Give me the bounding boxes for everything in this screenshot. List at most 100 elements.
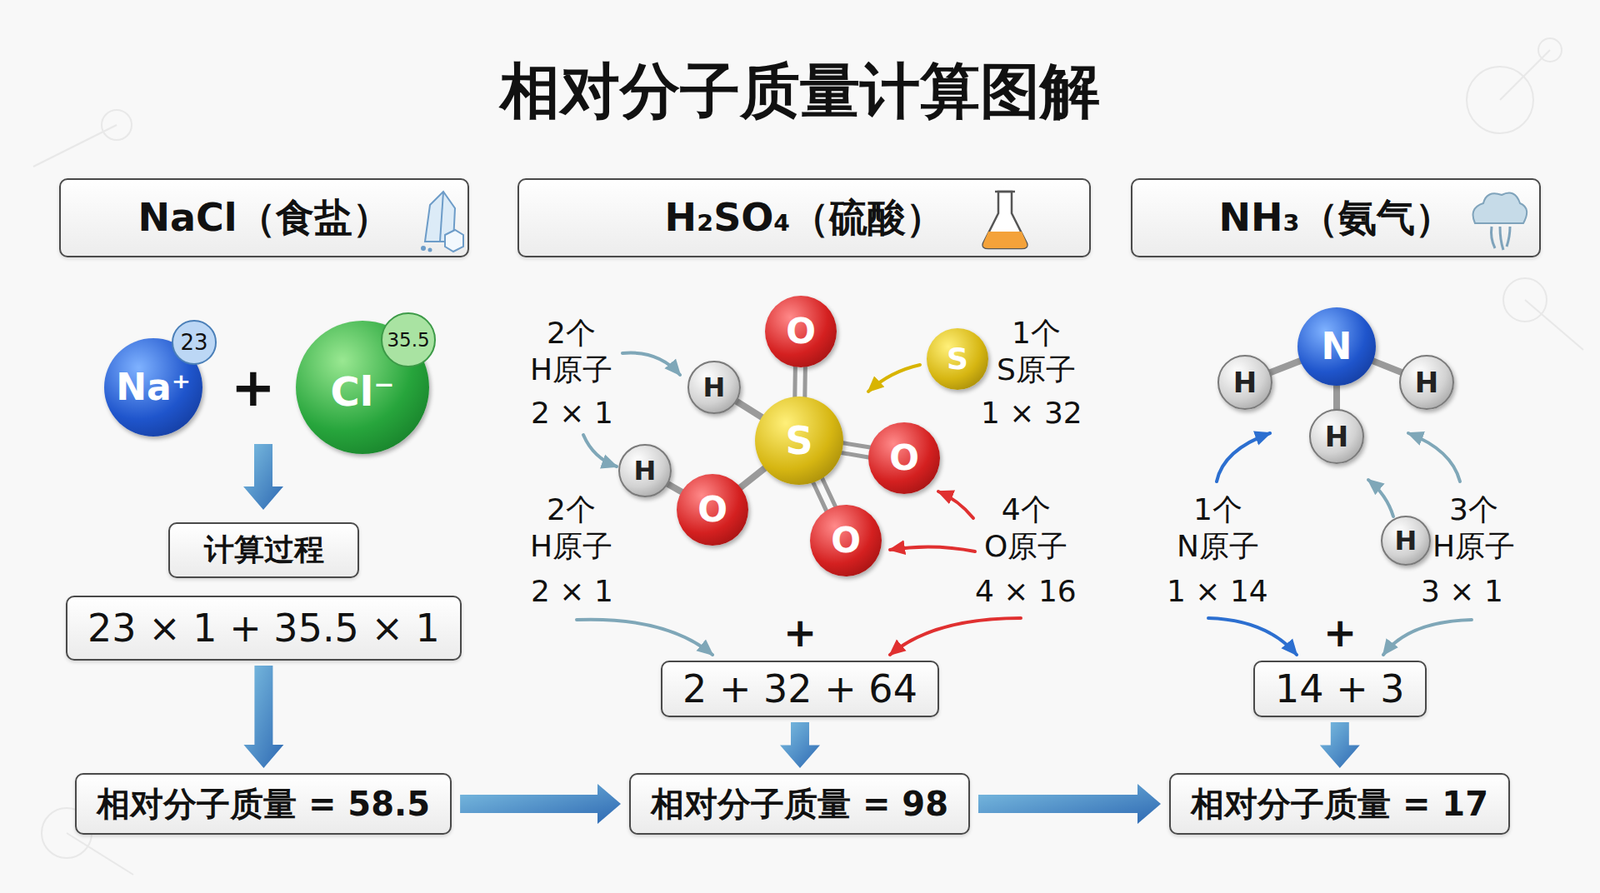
atom-circle: H [687,360,741,415]
box-text: 14 + 3 [1275,666,1405,712]
section-header: H₂SO₄（硫酸） [517,178,1091,258]
formula-box: 23 × 1 + 35.5 × 1 [65,595,462,661]
mass-term-label: 2 × 1 [530,395,614,432]
single-bond [739,467,766,490]
atom-symbol: N [1321,328,1353,365]
atom-symbol: Na⁺ [115,369,191,406]
block-arrow [780,722,820,769]
background-decoration [33,38,1584,875]
salt-crystal-icon [421,191,464,252]
atom-symbol: O [785,314,816,350]
flow-arrow [1320,722,1360,769]
atom-symbol: Cl⁻ [330,371,395,412]
atom-symbol: O [697,492,728,528]
result-box: 相对分子质量 = 58.5 [75,773,452,835]
plus-sign: + [230,355,276,420]
atom-circle: H [618,444,672,498]
box-text: NH₃（氨气） [1218,192,1453,245]
flow-arrow [780,722,820,769]
double-bond [795,365,806,399]
box-text: 相对分子质量 = 58.5 [96,781,430,828]
atom-count-label: 2个 H原子 [530,491,613,565]
single-bond [666,483,684,493]
block-arrow [243,665,284,769]
single-bond [1269,360,1302,373]
process-box: 计算过程 [168,522,360,579]
bond-line [841,443,871,449]
bond-line [739,467,766,490]
atom-circle: N [1297,307,1376,386]
bond-line [840,452,870,458]
mass-badge: 23 [171,320,217,365]
atom-symbol: O [889,440,920,476]
down-block-arrow [243,444,284,510]
atom-symbol: H [1395,527,1418,555]
atom-circle: H [1399,355,1455,410]
atom-circle: H [1380,515,1431,566]
atom-count-label: 3个 H原子 [1432,491,1515,565]
atom-circle: O [868,422,940,495]
formula-box: 14 + 3 [1253,660,1427,718]
box-text: 23 × 1 + 35.5 × 1 [87,605,440,651]
atom-symbol: H [634,457,657,485]
bond-line [1333,384,1340,411]
flow-arrow [978,784,1161,825]
flask-icon [983,191,1028,249]
bond-line [802,365,808,399]
atom-symbol: S [785,421,813,460]
box-text: 2 + 32 + 64 [682,666,918,712]
atom-symbol: O [830,523,861,559]
box-text: 相对分子质量 = 98 [650,781,949,828]
atom-circle: O [765,295,837,368]
mass-term-label: 2 × 1 [530,573,614,610]
atom-circle: H [1309,409,1365,465]
diagram-title: 相对分子质量计算图解 [0,51,1600,132]
bond-line [812,481,827,513]
plus-sign: + [783,608,817,658]
block-arrow [978,784,1161,825]
header-fills [59,178,1541,258]
result-box: 相对分子质量 = 98 [629,773,970,835]
mass-term-label: 1 × 32 [980,395,1083,432]
atom-symbol: H [1415,368,1439,397]
atom-count-label: 1个 S原子 [996,315,1076,389]
atom-symbol: H [1233,368,1257,397]
box-text: NaCl（食盐） [137,192,390,245]
bond-line [1269,360,1302,373]
atom-symbol: 35.5 [386,330,430,350]
atom-count-label: 1个 N原子 [1176,491,1260,565]
atom-count-label: 2个 H原子 [530,315,613,389]
single-bond [1336,384,1338,411]
atom-circle: S [926,328,989,390]
atom-symbol: 23 [180,331,208,354]
flow-arrow [460,784,621,825]
mass-term-label: 4 × 16 [975,573,1077,610]
result-box: 相对分子质量 = 17 [1169,773,1510,835]
single-bond [735,400,763,419]
double-bond [840,443,871,459]
bond-line [792,365,798,399]
box-text: 计算过程 [204,530,325,571]
block-arrow [460,784,621,825]
section-header: NH₃（氨气） [1130,178,1541,258]
mass-term-label: 1 × 14 [1166,573,1269,610]
block-arrow [1320,722,1360,769]
bond-line [735,400,763,419]
atom-circle: S [755,396,844,485]
gas-cloud-icon [1473,193,1528,250]
plus-sign: + [1323,608,1357,658]
atom-symbol: H [1325,422,1349,451]
box-text: H₂SO₄（硫酸） [664,192,944,245]
formula-box: 2 + 32 + 64 [660,660,940,718]
atom-count-label: 4个 O原子 [984,491,1068,565]
mass-term-label: 3 × 1 [1420,573,1504,610]
mass-badge: 35.5 [380,312,436,368]
box-text: 相对分子质量 = 17 [1190,781,1489,828]
bond-line [1371,360,1403,374]
atom-circle: O [810,505,882,577]
atom-symbol: S [946,344,969,375]
flow-arrow [243,665,284,769]
atom-circle: H [1217,355,1273,410]
single-bond [1371,360,1403,374]
bond-line [666,483,684,493]
